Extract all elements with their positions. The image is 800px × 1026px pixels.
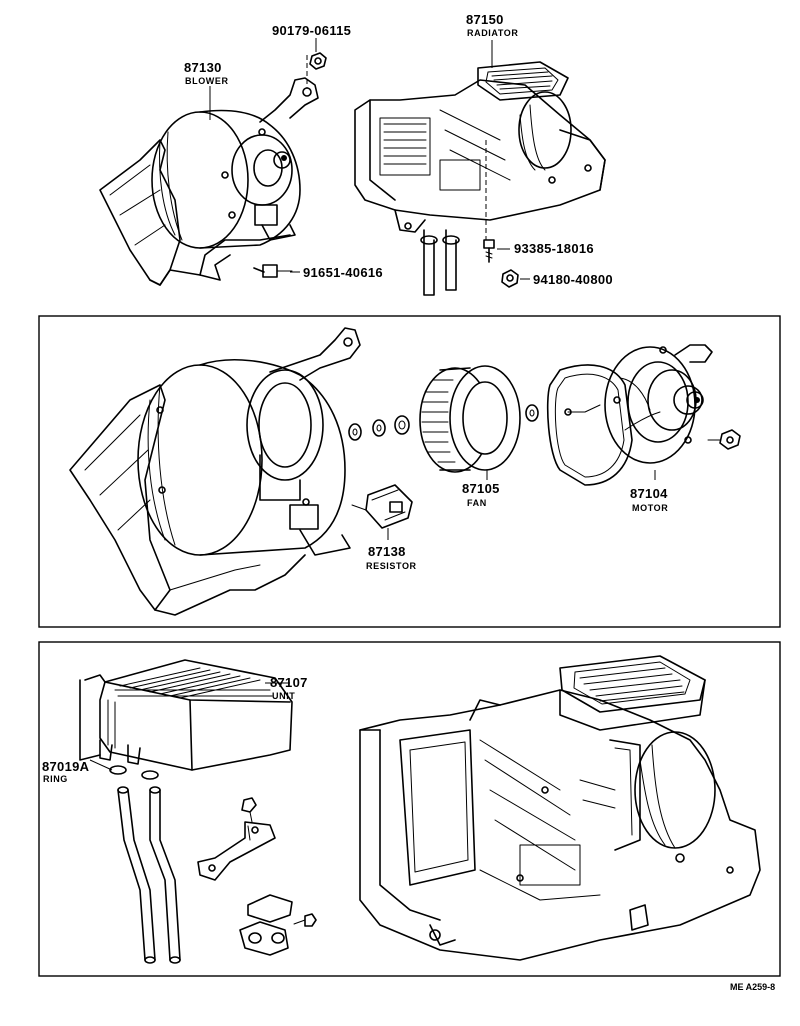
callout-nut-94180: 94180-40800 <box>533 272 613 287</box>
callout-blower-87130: 87130 BLOWER <box>184 60 229 86</box>
part-name-radiator: RADIATOR <box>467 28 518 38</box>
callout-bolt-91651: 91651-40616 <box>303 265 383 280</box>
part-number-87019a: 87019A <box>42 759 90 774</box>
radiator-detail-frame <box>38 641 781 977</box>
part-name-resistor: RESISTOR <box>366 561 417 571</box>
resistor-87138-icon <box>351 484 413 529</box>
blower-assembly-top <box>99 77 319 286</box>
bolt-91651-icon <box>253 264 293 278</box>
part-name-fan: FAN <box>467 498 487 508</box>
part-number-93385: 93385-18016 <box>514 241 594 256</box>
part-number-90179: 90179-06115 <box>272 23 351 38</box>
callout-screw-90179: 90179-06115 <box>272 23 351 38</box>
callout-resistor-87138: 87138 RESISTOR <box>366 544 417 571</box>
heater-case-bottom <box>359 655 761 961</box>
diagram-code: ME A259-8 <box>730 982 775 992</box>
part-number-87138: 87138 <box>368 544 406 559</box>
heater-hoses-icon <box>117 786 181 964</box>
part-number-91651: 91651-40616 <box>303 265 383 280</box>
part-name-ring: RING <box>43 774 68 784</box>
leader-lines <box>89 38 656 771</box>
fan-87105-icon <box>419 365 521 473</box>
part-name-motor: MOTOR <box>632 503 668 513</box>
part-name-blower: BLOWER <box>185 76 229 86</box>
part-number-94180: 94180-40800 <box>533 272 613 287</box>
callout-motor-87104: 87104 MOTOR <box>630 486 668 513</box>
pipe-clamp-lower-icon <box>239 894 317 956</box>
screw-motor-icon <box>707 429 741 450</box>
washer-nut-set-icon <box>348 415 410 441</box>
callout-unit-87107: 87107 UNIT <box>270 675 308 701</box>
part-number-87107: 87107 <box>270 675 308 690</box>
blower-detail-frame <box>38 315 781 628</box>
washer-small-icon <box>525 404 539 422</box>
part-number-87105: 87105 <box>462 481 500 496</box>
callout-fan-87105: 87105 FAN <box>462 481 500 508</box>
screw-90179-icon <box>309 52 327 70</box>
callout-ring-87019a: 87019A RING <box>42 759 90 784</box>
part-name-unit: UNIT <box>272 691 295 701</box>
heater-unit-87107-icon <box>79 659 293 771</box>
nut-94180-icon <box>501 269 519 288</box>
callout-bolt-93385: 93385-18016 <box>514 241 594 256</box>
part-number-87150: 87150 <box>466 12 504 27</box>
pipe-clamp-bracket-icon <box>197 797 276 881</box>
callout-radiator-87150: 87150 RADIATOR <box>466 12 518 38</box>
motor-87104-icon <box>604 344 713 464</box>
blower-case-exploded <box>69 327 361 616</box>
heater-case-top <box>354 61 606 296</box>
part-number-87104: 87104 <box>630 486 668 501</box>
motor-plate-icon <box>546 364 633 486</box>
ring-87019a-icon <box>109 765 159 780</box>
bolt-93385-icon <box>483 239 495 263</box>
part-number-87130: 87130 <box>184 60 222 75</box>
